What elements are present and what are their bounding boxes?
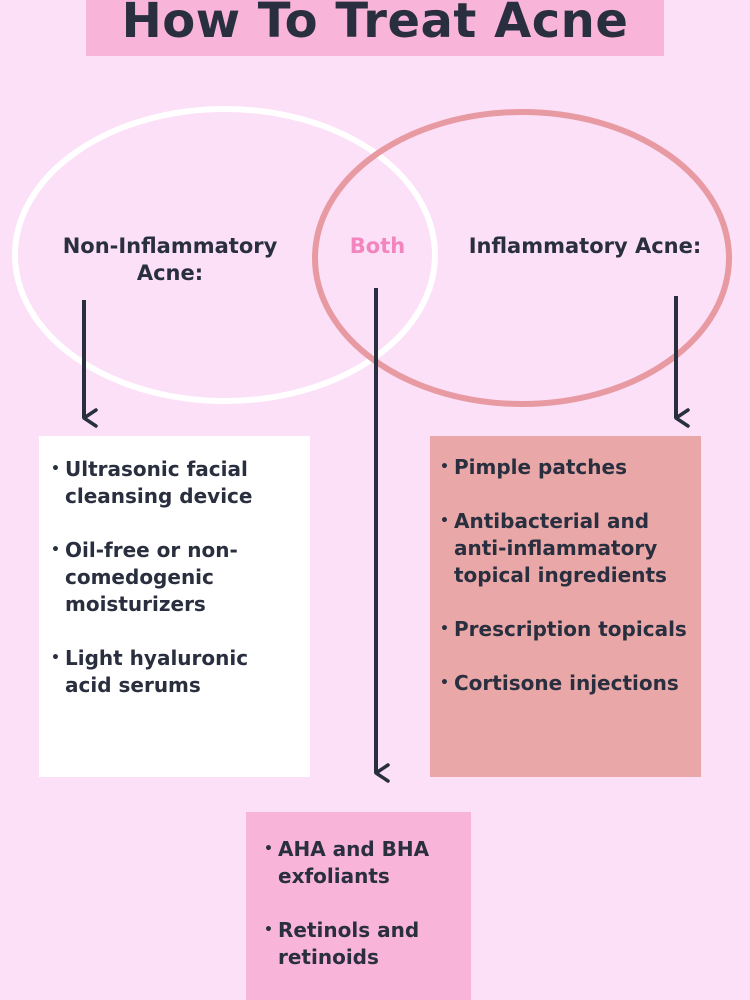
list-item: Prescription topicals (440, 616, 691, 643)
non-inflammatory-box: Ultrasonic facial cleansing device Oil-f… (39, 436, 310, 777)
list-item: Ultrasonic facial cleansing device (51, 456, 298, 510)
non-inflammatory-circle (12, 106, 438, 404)
inflammatory-box: Pimple patches Antibacterial and anti-in… (430, 436, 701, 777)
both-list: AHA and BHA exfoliants Retinols and reti… (264, 836, 459, 971)
list-item: Retinols and retinoids (264, 917, 459, 971)
title-banner: How To Treat Acne (86, 0, 664, 56)
non-inflammatory-label: Non-Inflammatory Acne: (62, 234, 278, 285)
list-item: Light hyaluronic acid serums (51, 645, 298, 699)
list-item: Oil-free or non-comedogenic moisturizers (51, 537, 298, 618)
both-box: AHA and BHA exfoliants Retinols and reti… (246, 812, 471, 1000)
list-item: Antibacterial and anti-inflammatory topi… (440, 508, 691, 589)
inflammatory-list: Pimple patches Antibacterial and anti-in… (440, 454, 691, 697)
inflammatory-label: Inflammatory Acne: (468, 234, 702, 258)
list-item: Cortisone injections (440, 670, 691, 697)
list-item: Pimple patches (440, 454, 691, 481)
list-item: AHA and BHA exfoliants (264, 836, 459, 890)
both-label: Both (349, 234, 406, 258)
page-title: How To Treat Acne (121, 0, 629, 49)
inflammatory-circle (312, 109, 732, 407)
non-inflammatory-list: Ultrasonic facial cleansing device Oil-f… (51, 456, 298, 699)
